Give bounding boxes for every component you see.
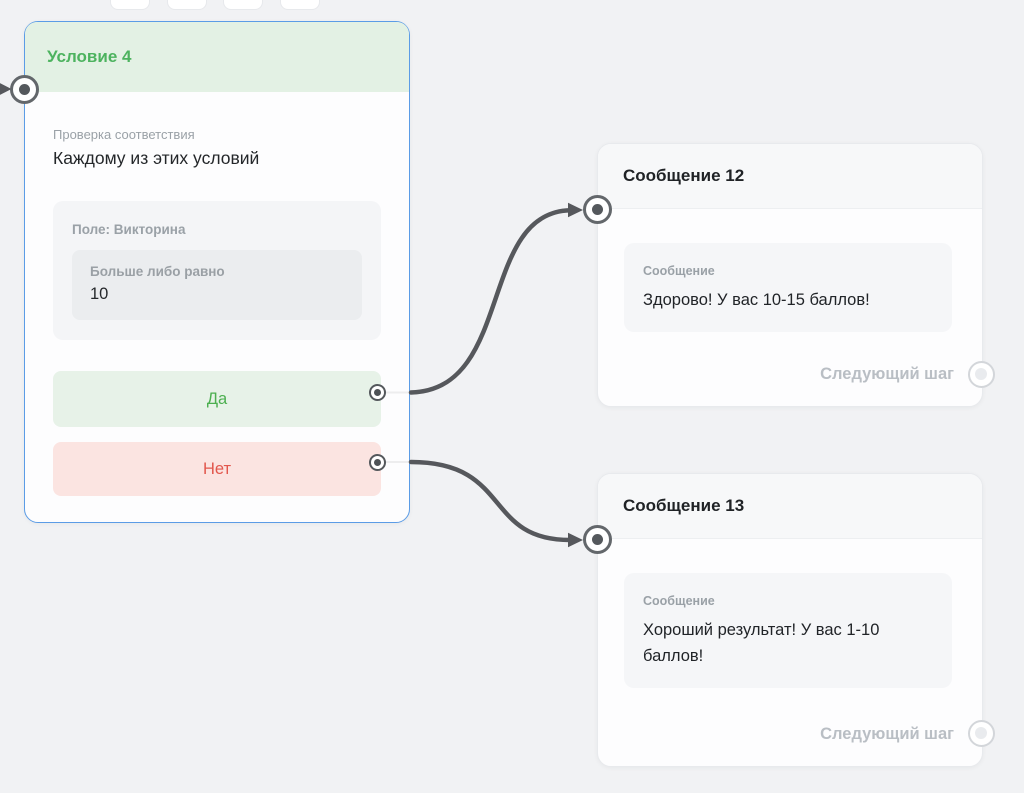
message-13-node[interactable]: Сообщение 13 Сообщение Хороший результат… xyxy=(597,473,983,767)
no-output-port[interactable] xyxy=(369,453,386,471)
toolbar-button-2[interactable] xyxy=(167,0,207,10)
message-12-header[interactable]: Сообщение 12 xyxy=(598,144,982,209)
edge-yes-to-message12[interactable] xyxy=(408,208,573,395)
edge-no-to-message13[interactable] xyxy=(408,459,573,543)
toolbar-button-4[interactable] xyxy=(280,0,320,10)
message-13-title: Сообщение 13 xyxy=(623,496,745,515)
port-dot-icon xyxy=(591,533,603,545)
message-12-next-step-label: Следующий шаг xyxy=(820,365,954,383)
no-branch-button[interactable]: Нет xyxy=(53,442,381,496)
message-12-input-port[interactable] xyxy=(582,194,612,224)
condition-field-box[interactable]: Поле: Викторина Больше либо равно 10 xyxy=(53,201,381,340)
message-13-input-port[interactable] xyxy=(582,524,612,554)
message-13-body-box[interactable]: Сообщение Хороший результат! У вас 1-10 … xyxy=(624,573,952,688)
toolbar-button-1[interactable] xyxy=(110,0,150,10)
port-dot-icon xyxy=(975,368,987,380)
message-13-next-step-port[interactable] xyxy=(967,719,995,747)
message-13-header[interactable]: Сообщение 13 xyxy=(598,474,982,539)
condition-node-body: Проверка соответствия Каждому из этих ус… xyxy=(25,92,409,496)
message-12-next-step-port[interactable] xyxy=(967,360,995,388)
condition-node[interactable]: Условие 4 Проверка соответствия Каждому … xyxy=(24,21,410,523)
criteria-label: Проверка соответствия xyxy=(53,127,195,142)
criteria-value: Каждому из этих условий xyxy=(53,148,260,168)
toolbar-button-3[interactable] xyxy=(223,0,263,10)
port-dot-icon xyxy=(374,389,381,396)
message-13-body-text: Хороший результат! У вас 1-10 баллов! xyxy=(643,621,880,665)
message-12-body-box[interactable]: Сообщение Здорово! У вас 10-15 баллов! xyxy=(624,243,952,332)
yes-output-port[interactable] xyxy=(369,384,386,401)
condition-input-port[interactable] xyxy=(10,74,39,104)
port-dot-icon xyxy=(975,727,987,739)
condition-node-title: Условие 4 xyxy=(47,47,132,66)
message-12-body-text: Здорово! У вас 10-15 баллов! xyxy=(643,291,870,309)
message-12-body-label: Сообщение xyxy=(643,264,715,278)
condition-field-label: Поле: Викторина xyxy=(72,222,186,237)
message-12-node[interactable]: Сообщение 12 Сообщение Здорово! У вас 10… xyxy=(597,143,983,407)
port-dot-icon xyxy=(374,458,381,466)
message-13-next-step-label: Следующий шаг xyxy=(820,725,954,743)
condition-node-header[interactable]: Условие 4 xyxy=(25,22,409,92)
port-dot-icon xyxy=(591,203,603,215)
yes-branch-button[interactable]: Да xyxy=(53,371,381,427)
port-dot-icon xyxy=(19,83,30,95)
message-12-title: Сообщение 12 xyxy=(623,166,745,185)
message-13-body-label: Сообщение xyxy=(643,594,715,608)
condition-operator-box[interactable]: Больше либо равно 10 xyxy=(72,250,362,320)
condition-value: 10 xyxy=(90,285,109,303)
condition-operator-label: Больше либо равно xyxy=(90,264,225,279)
